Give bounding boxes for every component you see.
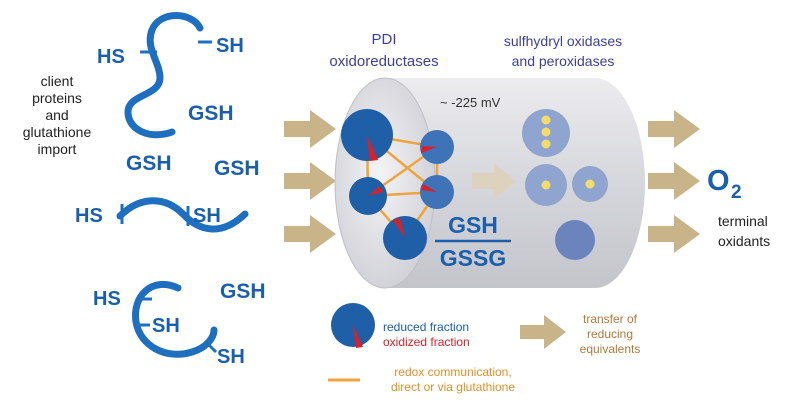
oxygen-symbol: O [707, 165, 730, 197]
legend-redox-line-2: direct or via glutathione [391, 380, 515, 394]
pdi-oxidized-wedge-3 [368, 186, 383, 196]
client-import-line-4: glutathione [23, 124, 92, 140]
pdi-oxidized-wedge-5 [393, 218, 405, 238]
client-import-label: client proteins and glutathione import [23, 73, 92, 157]
sox-circle-1-dot-3 [541, 139, 551, 149]
terminal-line-2: oxidants [718, 233, 770, 249]
pdi-oxidized-wedge-2 [421, 146, 437, 153]
output-arrow-1 [648, 110, 700, 148]
chain-3-backbone [132, 280, 218, 358]
chain-1-backbone [124, 12, 204, 139]
chain-1-sh-label: SH [216, 35, 244, 57]
pdi-enzymes [341, 109, 454, 260]
client-import-line-1: client [41, 73, 74, 89]
output-arrow-3 [648, 215, 700, 253]
legend: reduced fraction oxidized fraction trans… [328, 303, 640, 394]
legend-redox-line-1: redox communication, [394, 365, 511, 379]
pdi-label-line-1: PDI [371, 31, 396, 48]
sox-circle-4 [555, 220, 595, 260]
pdi-oxidized-wedge-1 [367, 135, 378, 161]
legend-transfer-line-2: reducing [587, 327, 633, 341]
terminal-line-1: terminal [718, 213, 768, 229]
sox-circle-1-dot-2 [541, 127, 551, 137]
terminal-oxidants-label: terminal oxidants [718, 213, 770, 249]
chain-3-sh-label: SH [217, 346, 245, 368]
client-import-line-2: proteins [32, 90, 82, 106]
client-import-line-5: import [38, 141, 77, 157]
chain-2-backbone [116, 197, 249, 233]
ratio-numerator: GSH [448, 212, 498, 238]
pdi-label-line-2: oxidoreductases [329, 53, 438, 70]
sox-label-line-1: sulfhydryl oxidases [504, 33, 622, 49]
oxygen-label: O 2 [707, 165, 742, 203]
chain-3-mid-sh-label: SH [152, 315, 180, 337]
chain-2-hs-label: HS [75, 205, 103, 227]
client-protein-chain-1: HS SH [97, 12, 244, 139]
pdi-oxidized-wedge-4 [421, 184, 437, 192]
legend-oxidized-wedge [353, 325, 363, 348]
output-arrow-2 [648, 162, 700, 200]
gsh-label-4: GSH [220, 280, 266, 303]
ratio-denominator: GSSG [440, 245, 506, 271]
sox-label: sulfhydryl oxidases and peroxidases [504, 33, 622, 69]
gsh-label-2: GSH [126, 152, 172, 175]
legend-transfer-line-1: transfer of [583, 312, 638, 326]
redox-potential-label: ~ -225 mV [440, 95, 501, 110]
sox-circle-1-dot-1 [541, 115, 551, 125]
sox-label-line-2: and peroxidases [512, 53, 615, 69]
chain-3-hs-label: HS [93, 288, 121, 310]
client-protein-chain-2: HS SH [75, 197, 249, 233]
input-arrow-1 [284, 110, 336, 148]
pdi-label: PDI oxidoreductases [329, 31, 438, 70]
legend-transfer-line-3: equivalents [580, 342, 641, 356]
input-arrow-2 [284, 162, 336, 200]
client-protein-chain-3: HS SH SH [93, 280, 245, 368]
chain-1-hs-label: HS [97, 46, 125, 68]
sox-enzymes [522, 109, 608, 260]
sox-circle-2-dot [541, 180, 551, 190]
input-arrows [284, 110, 336, 253]
legend-oxidized-label: oxidized fraction [383, 335, 470, 349]
sox-circle-3-dot [585, 179, 595, 189]
client-import-line-3: and [45, 107, 68, 123]
legend-reduced-label: reduced fraction [383, 320, 469, 334]
gsh-label-3: GSH [214, 157, 260, 180]
legend-transfer-arrow [520, 315, 566, 349]
oxygen-subscript: 2 [731, 182, 742, 203]
inner-transfer-arrow [472, 163, 516, 199]
gsh-label-1: GSH [188, 102, 234, 125]
chain-2-sh-label: SH [193, 205, 221, 227]
input-arrow-3 [284, 215, 336, 253]
output-arrows [648, 110, 700, 253]
gsh-gssg-ratio: GSH GSSG [435, 212, 511, 271]
